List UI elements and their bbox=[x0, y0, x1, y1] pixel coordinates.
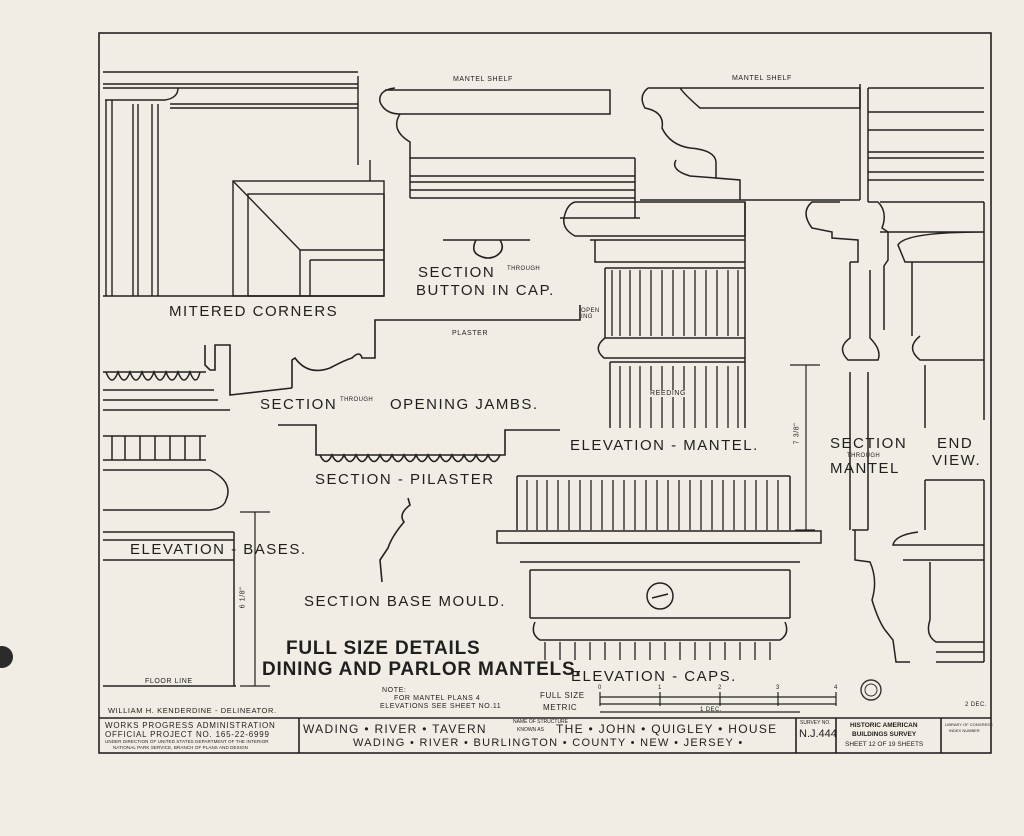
label-opening: OPEN ING bbox=[581, 308, 600, 320]
label-reeding: REEDING bbox=[648, 390, 689, 397]
label-elevation-caps: ELEVATION - CAPS. bbox=[571, 668, 737, 685]
mitered-corners-detail bbox=[103, 71, 385, 297]
structure-known-as: KNOWN AS bbox=[517, 727, 544, 733]
scale-dec: 1 DEC. bbox=[700, 707, 722, 713]
elevation-caps-detail bbox=[496, 475, 822, 641]
label-section-mantel-through: THROUGH bbox=[847, 453, 881, 459]
label-mitered-corners: MITERED CORNERS bbox=[169, 303, 339, 320]
wpa-line-1: WORKS PROGRESS ADMINISTRATION bbox=[105, 721, 276, 730]
habs-line-1: HISTORIC AMERICAN bbox=[850, 722, 918, 729]
index-line-2: INDEX NUMBER bbox=[949, 728, 980, 733]
label-elevation-mantel: ELEVATION - MANTEL. bbox=[570, 437, 759, 454]
elevation-bases-detail bbox=[103, 435, 236, 687]
button-section bbox=[443, 239, 530, 259]
habs-line-2: BUILDINGS SURVEY bbox=[852, 731, 917, 738]
structure-alt-name: THE • JOHN • QUIGLEY • HOUSE bbox=[556, 722, 778, 736]
dimension-mantel bbox=[790, 364, 820, 531]
survey-seal-inner bbox=[864, 683, 878, 697]
mantel-profile-right bbox=[640, 84, 984, 202]
dimension-bases bbox=[240, 511, 270, 687]
scale-tick-0: 0 bbox=[598, 685, 602, 691]
elevation-mantel-detail bbox=[563, 201, 746, 428]
scale-tick-2: 2 bbox=[718, 685, 722, 691]
structure-name-caption: NAME OF STRUCTURE bbox=[513, 719, 568, 725]
label-plaster: PLASTER bbox=[452, 330, 489, 337]
label-section-pilaster: SECTION - PILASTER bbox=[315, 471, 495, 488]
wpa-line-3: UNDER DIRECTION OF UNITED STATES DEPARTM… bbox=[105, 739, 269, 744]
sheet-border bbox=[98, 32, 992, 754]
label-elevation-bases: ELEVATION - BASES. bbox=[130, 541, 307, 558]
jamb-section-left bbox=[103, 369, 230, 411]
label-section-button: SECTION bbox=[418, 264, 496, 281]
delineator: WILLIAM H. KENDERDINE - DELINEATOR. bbox=[108, 706, 277, 715]
label-section-mantel-a: SECTION bbox=[830, 435, 908, 452]
scale-tick-3: 3 bbox=[776, 685, 780, 691]
reeding-lower bbox=[526, 480, 779, 660]
structure-name: WADING • RIVER • TAVERN bbox=[303, 722, 487, 736]
survey-number: N.J.444 bbox=[799, 728, 837, 740]
base-mould-section bbox=[379, 497, 411, 583]
label-dim-6: 6 1/8" bbox=[239, 586, 247, 609]
label-button-in-cap: BUTTON IN CAP. bbox=[416, 282, 555, 299]
label-section-jambs-a: SECTION bbox=[260, 396, 338, 413]
heading-full-size-details: FULL SIZE DETAILS bbox=[286, 638, 481, 659]
label-section-base-mould: SECTION BASE MOULD. bbox=[304, 593, 506, 610]
note-line-1: FOR MANTEL PLANS 4 bbox=[394, 695, 481, 702]
wpa-line-2: OFFICIAL PROJECT NO. 165-22-6999 bbox=[105, 730, 270, 739]
label-metric: METRIC bbox=[543, 703, 578, 712]
structure-location: WADING • RIVER • BURLINGTON • COUNTY • N… bbox=[353, 737, 744, 749]
sheet-number: SHEET 12 OF 19 SHEETS bbox=[845, 741, 924, 748]
reeding-upper bbox=[611, 270, 739, 428]
wpa-line-4: NATIONAL PARK SERVICE, BRANCH OF PLANS A… bbox=[113, 745, 249, 750]
opening-jamb-section bbox=[204, 305, 581, 396]
pilaster-section bbox=[278, 424, 560, 463]
mantel-shelf-section bbox=[379, 87, 640, 219]
label-section-mantel-b: MANTEL bbox=[830, 460, 900, 477]
label-dim-7: 7 3/8" bbox=[793, 422, 801, 445]
binding-hole bbox=[0, 646, 13, 668]
label-mantel-shelf-1: MANTEL SHELF bbox=[453, 76, 513, 83]
heading-dining-parlor: DINING AND PARLOR MANTELS. bbox=[262, 659, 582, 680]
label-section-jambs-through: THROUGH bbox=[340, 397, 374, 403]
survey-seal bbox=[860, 679, 882, 701]
index-line-1: LIBRARY OF CONGRESS bbox=[945, 722, 993, 727]
label-through-small: THROUGH bbox=[507, 266, 541, 272]
label-full-size: FULL SIZE bbox=[540, 691, 585, 700]
scale-tick-1: 1 bbox=[658, 685, 662, 691]
note-line-2: ELEVATIONS SEE SHEET NO.11 bbox=[380, 703, 502, 710]
label-end-view-b: VIEW. bbox=[932, 452, 982, 469]
survey-label: SURVEY NO. bbox=[800, 720, 831, 726]
label-end-view-a: END bbox=[937, 435, 974, 452]
note-heading: NOTE: bbox=[382, 687, 407, 694]
corner-mark: 2 DEC. bbox=[965, 702, 987, 708]
scale-tick-4: 4 bbox=[834, 685, 838, 691]
label-floor-line: FLOOR LINE bbox=[145, 678, 193, 685]
label-section-jambs-b: OPENING JAMBS. bbox=[390, 396, 539, 413]
label-mantel-shelf-2: MANTEL SHELF bbox=[732, 75, 792, 82]
scale-bar bbox=[599, 692, 837, 713]
section-through-mantel-detail bbox=[805, 201, 985, 663]
